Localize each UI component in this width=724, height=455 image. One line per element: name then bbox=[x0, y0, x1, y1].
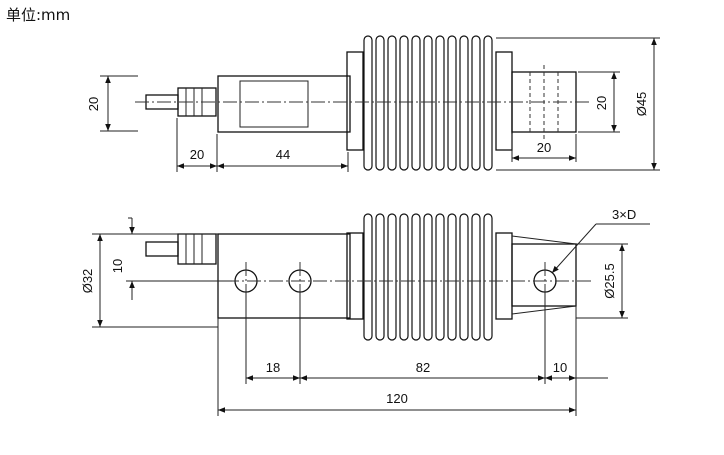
dim-top-bellows-diameter: Ø45 bbox=[634, 92, 649, 117]
dim-bottom-body-diameter: Ø32 bbox=[80, 269, 95, 294]
dim-bottom-mount-diameter: Ø25.5 bbox=[602, 263, 617, 298]
dim-bottom-total-length: 120 bbox=[386, 391, 408, 406]
bellows-fin bbox=[411, 213, 421, 341]
dim-top-mount-width: 20 bbox=[537, 140, 551, 155]
bottom-cable bbox=[145, 241, 179, 257]
top-flange-right bbox=[495, 51, 513, 151]
bottom-body bbox=[217, 233, 351, 319]
bellows-fin bbox=[387, 35, 397, 171]
bellows-fin bbox=[423, 213, 433, 341]
bellows-fin bbox=[423, 35, 433, 171]
bellows-fin bbox=[363, 213, 373, 341]
dim-top-body: 44 bbox=[276, 147, 290, 162]
bottom-mount-block bbox=[511, 243, 577, 307]
bellows-fin bbox=[411, 35, 421, 171]
bottom-flange-right bbox=[495, 232, 513, 320]
bellows-fin bbox=[363, 35, 373, 171]
top-body bbox=[217, 75, 351, 133]
bottom-bellows bbox=[363, 213, 493, 341]
bellows-fin bbox=[483, 35, 493, 171]
bellows-fin bbox=[399, 35, 409, 171]
bellows-fin bbox=[471, 35, 481, 171]
dim-top-mount-height: 20 bbox=[594, 96, 609, 110]
bottom-flange bbox=[346, 232, 364, 320]
bellows-fin bbox=[459, 213, 469, 341]
bellows-fin bbox=[435, 35, 445, 171]
bellows-fin bbox=[447, 35, 457, 171]
bellows-fin bbox=[447, 213, 457, 341]
dim-bottom-hole-pitch: 18 bbox=[266, 360, 280, 375]
top-flange bbox=[346, 51, 364, 151]
hole-callout: 3×D bbox=[612, 207, 636, 222]
dim-bottom-hole-offset: 10 bbox=[110, 259, 125, 273]
bottom-view: Ø32 10 18 82 10 120 Ø25.5 3×D bbox=[80, 207, 650, 416]
bellows-fin bbox=[435, 213, 445, 341]
dim-top-cable: 20 bbox=[190, 147, 204, 162]
top-view: 20 20 44 20 20 Ø45 bbox=[86, 35, 660, 172]
bellows-fin bbox=[459, 35, 469, 171]
dim-bottom-end-offset: 10 bbox=[553, 360, 567, 375]
bellows-fin bbox=[471, 213, 481, 341]
bellows-fin bbox=[399, 213, 409, 341]
bellows-fin bbox=[483, 213, 493, 341]
bottom-cable-gland bbox=[177, 233, 217, 265]
unit-label: 单位:mm bbox=[6, 6, 71, 24]
top-body-recess bbox=[239, 80, 309, 128]
bellows-fin bbox=[387, 213, 397, 341]
top-bellows bbox=[363, 35, 493, 171]
dim-top-left-height: 20 bbox=[86, 97, 101, 111]
bellows-fin bbox=[375, 35, 385, 171]
dim-bottom-hole-span: 82 bbox=[416, 360, 430, 375]
bellows-fin bbox=[375, 213, 385, 341]
